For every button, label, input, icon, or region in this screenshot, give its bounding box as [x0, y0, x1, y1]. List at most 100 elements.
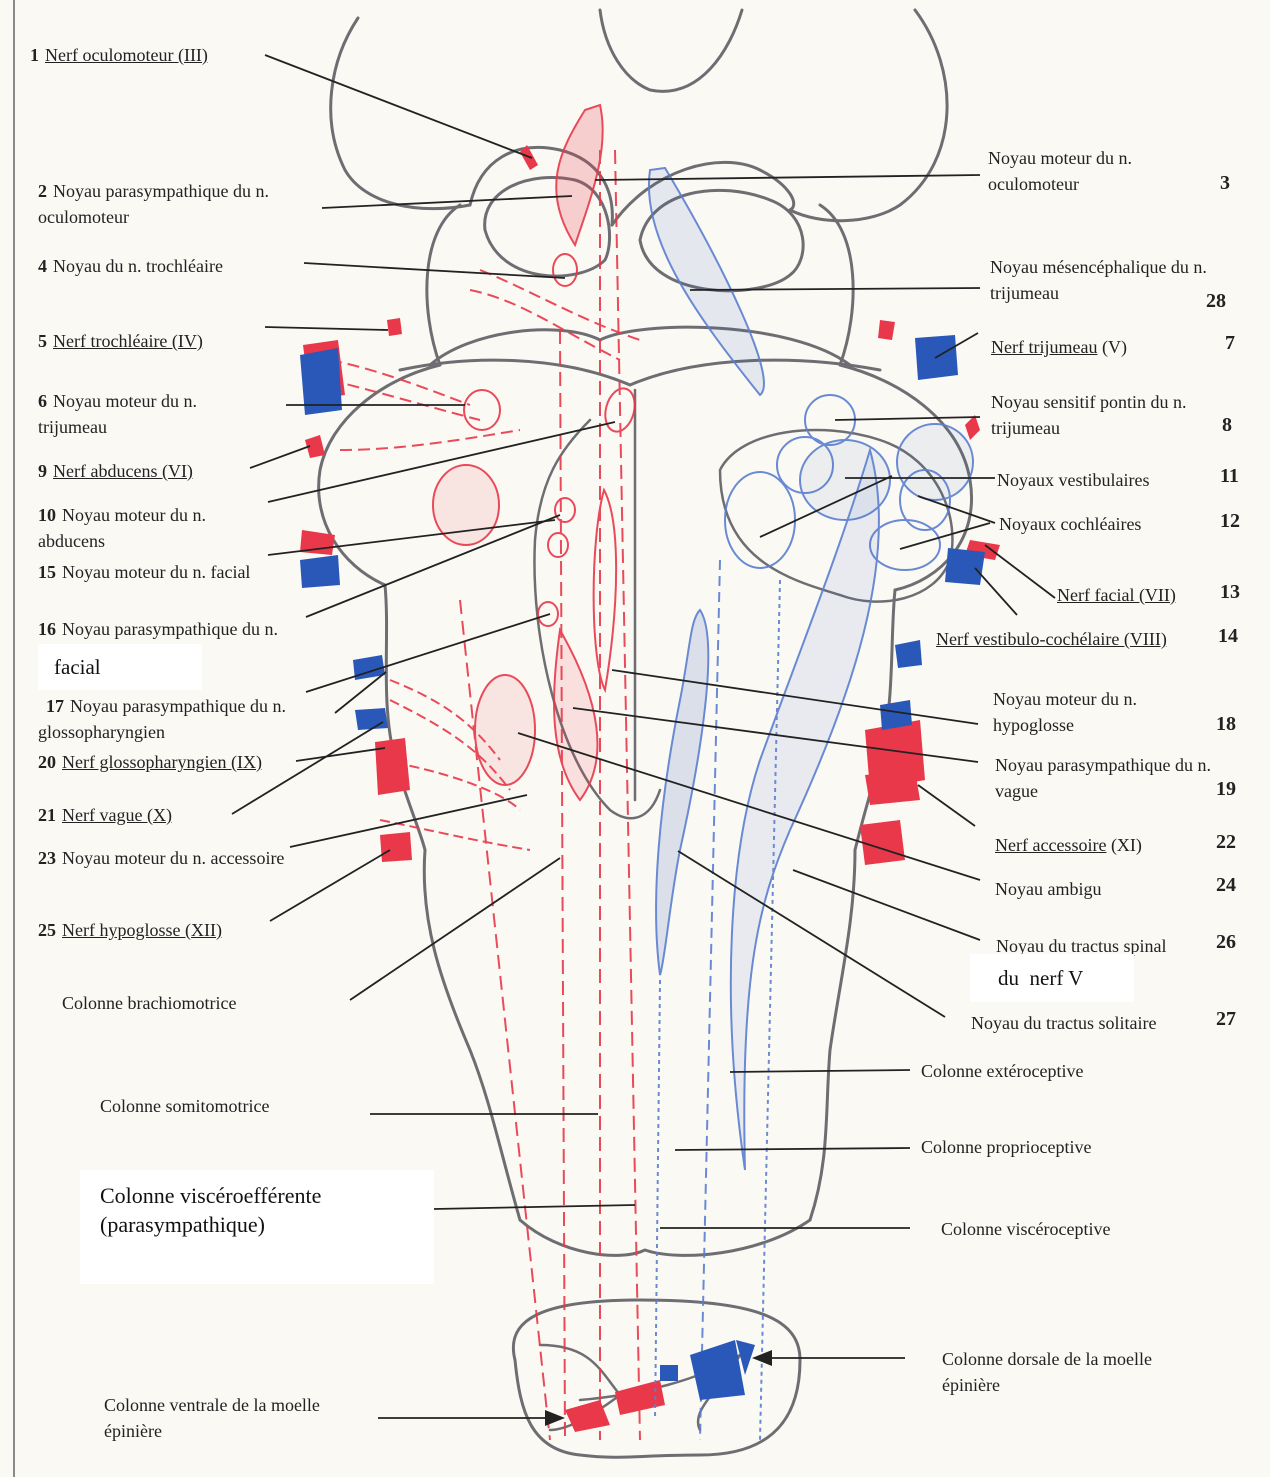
label-14: Nerf vestibulo-cochélaire (VIII): [936, 626, 1167, 652]
label-number-12: 12: [1220, 510, 1240, 533]
label-number: 5: [38, 331, 47, 351]
visceroefferent-label-line1: Colonne viscéroefférente: [100, 1183, 321, 1209]
label-10: 10 Noyau moteur du n. abducens: [38, 502, 206, 554]
label-19: Noyau parasympathique du n. vague: [995, 752, 1211, 804]
label-text: Noyau ambigu: [995, 879, 1101, 899]
label-6: 6 Noyau moteur du n. trijumeau: [38, 388, 197, 440]
label-number: 21: [38, 805, 56, 825]
label-18: Noyau moteur du n. hypoglosse: [993, 686, 1137, 738]
label-text: Nerf vague (X): [62, 805, 172, 825]
label-1: 1 Nerf oculomoteur (III): [30, 42, 208, 68]
label-text-cont: oculomoteur: [988, 174, 1079, 194]
label-number: 15: [38, 562, 56, 582]
label-number-14: 14: [1218, 625, 1238, 648]
label-text-cont: abducens: [38, 531, 105, 551]
label-13: Nerf facial (VII): [1057, 582, 1176, 608]
label-28: Noyau mésencéphalique du n. trijumeau: [990, 254, 1207, 306]
label-text: Nerf trochléaire (IV): [53, 331, 203, 351]
column-visceroceptive-label: Colonne viscéroceptive: [941, 1216, 1110, 1242]
label-text: Nerf vestibulo-cochélaire (VIII): [936, 629, 1167, 649]
label-text: Noyau parasympathique du n.: [53, 181, 269, 201]
label-text: Noyau moteur du n. facial: [62, 562, 250, 582]
label-text: Noyau moteur du n.: [988, 148, 1132, 168]
label-number: 1: [30, 45, 39, 65]
label-text: Noyau mésencéphalique du n.: [990, 257, 1207, 277]
label-text-suffix: (XI): [1106, 835, 1141, 855]
label-number-11: 11: [1220, 465, 1239, 488]
label-8: Noyau sensitif pontin du n. trijumeau: [991, 389, 1187, 441]
nerf-v-label-box: du nerf V: [970, 954, 1134, 1002]
label-24: Noyau ambigu: [995, 876, 1101, 902]
label-9: 9 Nerf abducens (VI): [38, 458, 193, 484]
label-number-28: 28: [1206, 290, 1226, 313]
visceroefferent-label-box: Colonne viscéroefférente (parasympathiqu…: [80, 1170, 434, 1284]
column-exteroceptive-label: Colonne extéroceptive: [921, 1058, 1083, 1084]
label-7: Nerf trijumeau (V): [991, 334, 1127, 360]
label-22: Nerf accessoire (XI): [995, 832, 1142, 858]
label-2: 2 Noyau parasympathique du n. oculomoteur: [38, 178, 269, 230]
label-text: Noyau parasympathique du n.: [62, 619, 278, 639]
label-number-7: 7: [1225, 332, 1235, 355]
label-3: Noyau moteur du n. oculomoteur: [988, 145, 1132, 197]
label-number-19: 19: [1216, 778, 1236, 801]
label-text-suffix: (V): [1097, 337, 1127, 357]
label-text-cont: trijumeau: [990, 283, 1059, 303]
label-text-cont: hypoglosse: [993, 715, 1074, 735]
label-number: 25: [38, 920, 56, 940]
dorsal-column-line2: épinière: [942, 1375, 1000, 1395]
label-text: Nerf accessoire: [995, 835, 1106, 855]
label-text-cont: trijumeau: [991, 418, 1060, 438]
label-5: 5 Nerf trochléaire (IV): [38, 328, 203, 354]
label-text-cont: vague: [995, 781, 1038, 801]
label-text: Noyau sensitif pontin du n.: [991, 392, 1187, 412]
column-proprioceptive-label: Colonne proprioceptive: [921, 1134, 1091, 1160]
label-12: Noyaux cochléaires: [999, 511, 1141, 537]
label-text-cont: trijumeau: [38, 417, 107, 437]
label-text: Noyau du tractus solitaire: [971, 1013, 1156, 1033]
label-number: 4: [38, 256, 47, 276]
label-number-18: 18: [1216, 713, 1236, 736]
label-text: Noyau moteur du n.: [53, 391, 197, 411]
label-number-13: 13: [1220, 581, 1240, 604]
label-text: Nerf facial (VII): [1057, 585, 1176, 605]
label-text: Noyau du n. trochléaire: [53, 256, 223, 276]
label-21: 21 Nerf vague (X): [38, 802, 172, 828]
nerf-v-label-text: du nerf V: [998, 966, 1083, 991]
label-text: Noyaux vestibulaires: [997, 470, 1149, 490]
label-text-cont: glossopharyngien: [38, 722, 165, 742]
label-number: 20: [38, 752, 56, 772]
label-number: 9: [38, 461, 47, 481]
label-number: 23: [38, 848, 56, 868]
label-text-cont: oculomoteur: [38, 207, 129, 227]
label-27: Noyau du tractus solitaire: [971, 1010, 1156, 1036]
label-text: Nerf trijumeau: [991, 337, 1097, 357]
label-number-22: 22: [1216, 831, 1236, 854]
label-number: 16: [38, 619, 56, 639]
visceroefferent-label-line2: (parasympathique): [100, 1212, 265, 1238]
label-number: 10: [38, 505, 56, 525]
label-number-24: 24: [1216, 874, 1236, 897]
label-number-26: 26: [1216, 931, 1236, 954]
label-4: 4 Noyau du n. trochléaire: [38, 253, 223, 279]
label-text: Nerf abducens (VI): [53, 461, 193, 481]
label-text: Noyau moteur du n.: [993, 689, 1137, 709]
label-number: 2: [38, 181, 47, 201]
label-text: Noyau moteur du n.: [62, 505, 206, 525]
label-number: 17: [46, 696, 64, 716]
label-15: 15 Noyau moteur du n. facial: [38, 559, 250, 585]
column-somitomotrice-label: Colonne somitomotrice: [100, 1093, 269, 1119]
facial-label-box: facial: [38, 644, 202, 690]
label-text: Noyau parasympathique du n.: [70, 696, 286, 716]
label-number-27: 27: [1216, 1008, 1236, 1031]
label-number: 6: [38, 391, 47, 411]
facial-label-text: facial: [54, 655, 101, 680]
label-number-3: 3: [1220, 172, 1230, 195]
ventral-column-line2: épinière: [104, 1421, 162, 1441]
label-text: Noyau parasympathique du n.: [995, 755, 1211, 775]
label-text: Nerf oculomoteur (III): [45, 45, 208, 65]
